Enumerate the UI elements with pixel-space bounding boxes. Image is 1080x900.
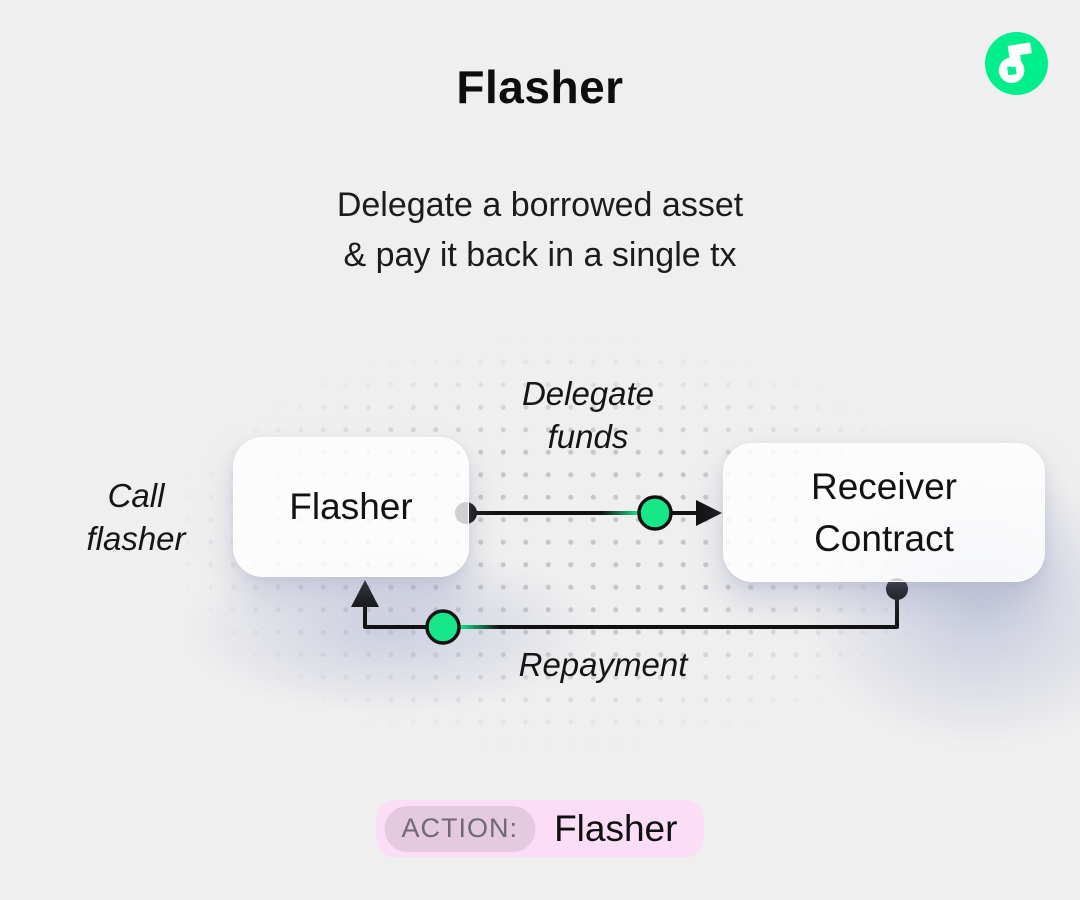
node-receiver-label-line-2: Contract <box>814 517 954 559</box>
node-receiver-label-line-1: Receiver <box>811 465 957 507</box>
delegate-funds-label: Delegate funds <box>521 375 655 455</box>
subtitle-line-2: & pay it back in a single tx <box>343 236 737 274</box>
subtitle-line-1: Delegate a borrowed asset <box>336 186 744 224</box>
node-flasher-label: Flasher <box>289 486 413 527</box>
action-badge: ACTION: <box>384 805 536 852</box>
node-flasher: Flasher <box>233 437 469 577</box>
action-value: Flasher <box>554 807 678 849</box>
page-title: Flasher <box>456 61 624 113</box>
action-pill: ACTION: Flasher <box>376 800 704 857</box>
flow-logo-icon <box>985 32 1048 95</box>
subtitle: Delegate a borrowed asset & pay it back … <box>0 180 1080 280</box>
repayment-label: Repayment <box>518 646 688 683</box>
call-flasher-label: Call flasher <box>86 477 186 557</box>
node-receiver-contract: Receiver Contract <box>723 443 1045 582</box>
